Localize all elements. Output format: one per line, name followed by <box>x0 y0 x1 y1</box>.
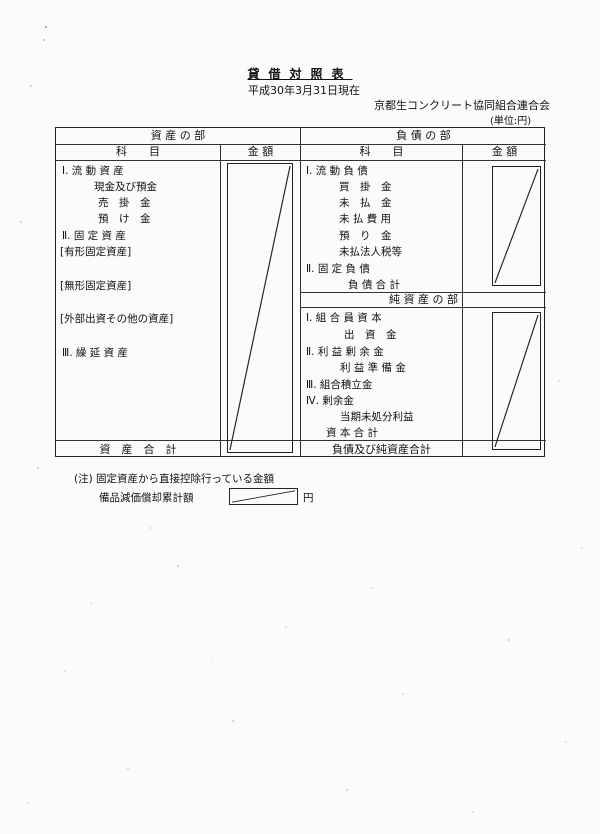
liabilities-amount-redaction-box <box>492 166 541 286</box>
list-item: 預 り 金 <box>339 230 392 242</box>
assets-section-header: 資 産 の 部 <box>150 129 206 142</box>
unit-label: (単位:円) <box>490 116 532 127</box>
liabilities-net-assets-total-label: 負債及び純資産合計 <box>332 443 431 456</box>
list-item: Ⅱ. 固 定 資 産 <box>62 230 126 242</box>
list-item: Ⅲ. 組合積立金 <box>306 379 373 391</box>
net-assets-amount-redaction-box <box>492 312 541 450</box>
list-item: Ⅱ. 利 益 剰 余 金 <box>306 346 384 358</box>
liabilities-amount-column-header: 金 額 <box>491 145 518 158</box>
liabilities-amount-divider <box>462 144 463 456</box>
note-amount-redaction-box <box>229 488 298 505</box>
liabilities-section-header: 負 債 の 部 <box>396 129 451 142</box>
list-item: Ⅱ. 固 定 負 債 <box>306 263 370 275</box>
liabilities-total-label: 負 債 合 計 <box>348 279 401 291</box>
net-assets-header-top-line <box>301 292 546 293</box>
list-item: 売 掛 金 <box>98 197 151 209</box>
list-item: [無形固定資産] <box>60 280 132 292</box>
assets-item-column-header: 科 目 <box>116 145 160 158</box>
list-item: 現金及び預金 <box>94 181 157 193</box>
list-item: Ⅰ. 流 動 負 債 <box>306 165 368 177</box>
capital-total-label: 資 本 合 計 <box>326 427 379 439</box>
list-item: [外部出資その他の資産] <box>60 313 174 325</box>
list-item: 買 掛 金 <box>339 181 392 193</box>
list-item: Ⅲ. 繰 延 資 産 <box>62 347 128 359</box>
note-heading: (注) 固定資産から直接控除行っている金額 <box>74 473 275 485</box>
document-date: 平成30年3月31日現在 <box>248 84 360 97</box>
list-item: 出 資 金 <box>344 329 397 341</box>
list-item: 未払法人税等 <box>339 246 402 258</box>
balance-sheet-table: 資 産 の 部 負 債 の 部 科 目 金 額 科 目 金 額 純 資 産 の … <box>55 127 546 457</box>
header-row-line <box>56 144 546 145</box>
assets-amount-divider <box>220 144 221 456</box>
net-assets-section-header: 純 資 産 の 部 <box>389 293 458 306</box>
list-item: 未 払 金 <box>339 197 392 209</box>
center-divider <box>300 128 301 456</box>
liabilities-item-column-header: 科 目 <box>359 145 404 158</box>
net-assets-header-bottom-line <box>301 307 546 308</box>
assets-total-label: 資 産 合 計 <box>99 443 177 456</box>
document-title: 貸借対照表 <box>247 67 353 81</box>
list-item: 利 益 準 備 金 <box>340 362 406 374</box>
assets-amount-column-header: 金 額 <box>247 145 274 158</box>
list-item: Ⅰ. 組 合 員 資 本 <box>306 312 382 324</box>
list-item: Ⅳ. 剰余金 <box>306 395 354 407</box>
list-item: 預 け 金 <box>98 213 151 225</box>
list-item: 未 払 費 用 <box>339 213 392 225</box>
assets-amount-redaction-box <box>227 163 293 453</box>
list-item: Ⅰ. 流 動 資 産 <box>62 165 124 177</box>
note-unit-suffix: 円 <box>303 492 314 504</box>
column-header-line <box>56 160 546 161</box>
totals-row-line <box>56 440 546 441</box>
list-item: [有形固定資産] <box>60 246 132 258</box>
organization-name: 京都生コンクリート協同組合連合会 <box>374 99 550 112</box>
list-item: 当期未処分利益 <box>340 411 414 423</box>
note-item-label: 備品減価償却累計額 <box>99 492 194 504</box>
